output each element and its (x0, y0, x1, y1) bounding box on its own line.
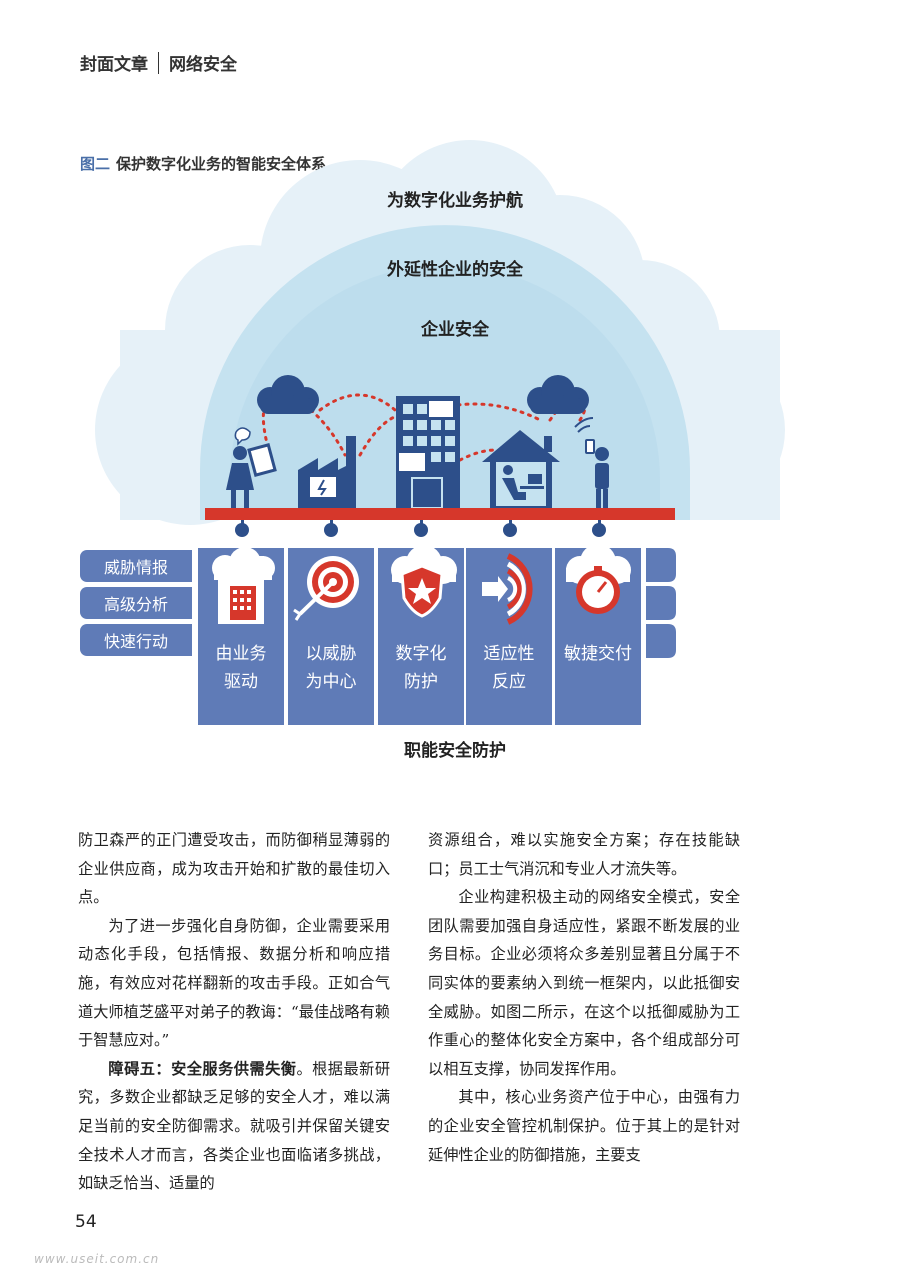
man-phone-icon (574, 417, 609, 508)
column-label-threat: 以威胁 为中心 (305, 644, 357, 692)
right-paragraph-2: 企业构建积极主动的网络安全模式，安全团队需要加强自身适应性，紧跟不断发展的业务目… (428, 888, 740, 1078)
column-label-digital: 数字化 防护 (395, 644, 447, 692)
side-tab-threat-intel: 威胁情报 (80, 550, 192, 582)
left-paragraph-3: 障碍五：安全服务供需失衡。根据最新研究，多数企业都缺乏足够的安全人才，难以满足当… (78, 1059, 390, 1193)
side-tab-rapid-action: 快速行动 (80, 624, 192, 656)
page-number: 54 (75, 1212, 97, 1232)
running-header: 封面文章 网络安全 (80, 50, 237, 75)
factory-building-icon (298, 436, 356, 508)
obstacle-heading: 障碍五：安全服务供需失衡 (108, 1059, 297, 1078)
home-office-icon (482, 430, 560, 508)
woman-tablet-icon (226, 427, 277, 508)
body-column-left: 防卫森严的正门遭受攻击，而防御稍显薄弱的企业供应商，成为攻击开始和扩散的最佳切入… (78, 826, 390, 1198)
column-label-adaptive: 适应性 反应 (483, 644, 535, 692)
red-platform-bar (205, 508, 675, 520)
left-paragraph-1: 防卫森严的正门遭受攻击，而防御稍显薄弱的企业供应商，成为攻击开始和扩散的最佳切入… (78, 831, 390, 907)
figure-title: 保护数字化业务的智能安全体系 (116, 155, 327, 173)
office-building-icon (396, 396, 460, 509)
column-panels (198, 548, 641, 725)
right-paragraph-3: 其中，核心业务资产位于中心，由强有力的企业安全管控机制保护。位于其上的是针对延伸… (428, 1088, 740, 1164)
middle-label: 外延性企业的安全 (387, 260, 523, 280)
watermark: www.useit.com.cn (34, 1252, 160, 1266)
stopwatch-icon (566, 544, 631, 614)
bottom-label: 职能安全防护 (404, 741, 506, 761)
shield-star-icon (391, 545, 457, 618)
arrow-target-icon (482, 553, 533, 625)
column-label-agile: 敏捷交付 (564, 644, 632, 664)
side-tab-advanced-analytics: 高级分析 (80, 587, 192, 619)
left-paragraph-2: 为了进一步强化自身防御，企业需要采用动态化手段，包括情报、数据分析和响应措施，有… (78, 916, 390, 1050)
right-paragraph-1: 资源组合，难以实施安全方案；存在技能缺口；员工士气消沉和专业人才流失等。 (428, 831, 740, 878)
target-arrow-icon (293, 556, 359, 621)
factory-icon (212, 547, 275, 624)
top-label: 为数字化业务护航 (387, 191, 523, 211)
connector-pins (235, 520, 606, 537)
header-section: 封面文章 (80, 55, 148, 75)
cloud-icon-left (257, 375, 319, 414)
figure-caption: 图二保护数字化业务的智能安全体系 (80, 153, 326, 174)
cloud-icon-right (527, 375, 589, 414)
right-side-tabs (646, 548, 676, 658)
figure-label: 图二 (80, 155, 111, 173)
header-divider (158, 51, 159, 74)
column-label-business: 由业务 驱动 (215, 644, 267, 692)
body-column-right: 资源组合，难以实施安全方案；存在技能缺口；员工士气消沉和专业人才流失等。 企业构… (428, 826, 740, 1169)
inner-label: 企业安全 (421, 320, 489, 340)
header-topic: 网络安全 (169, 55, 237, 75)
security-diagram (95, 140, 785, 725)
